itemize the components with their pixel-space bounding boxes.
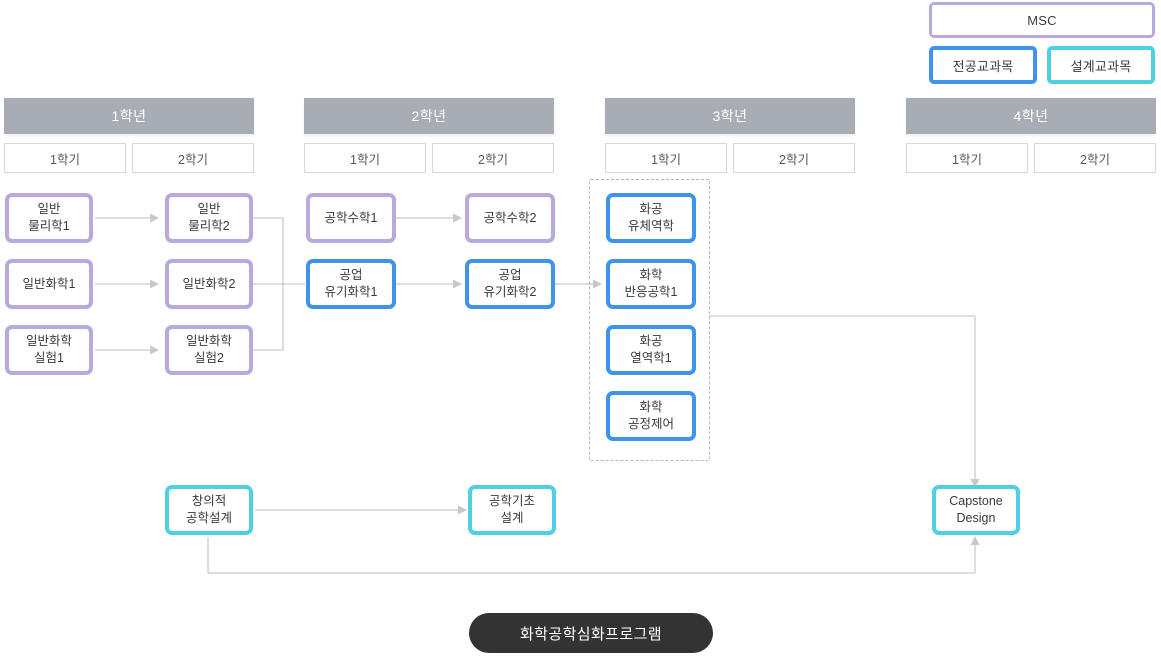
course-chemical-reaction-engineering-1[interactable]: 화학 반응공학1 (606, 259, 696, 309)
course-industrial-organic-chemistry-1[interactable]: 공업 유기화학1 (306, 259, 396, 309)
year-header-4: 4학년 (906, 98, 1156, 134)
course-general-chemistry-2[interactable]: 일반화학2 (165, 259, 253, 309)
course-general-chemistry-1[interactable]: 일반화학1 (5, 259, 93, 309)
course-general-physics-2[interactable]: 일반 물리학2 (165, 193, 253, 243)
course-general-chemistry-lab-2[interactable]: 일반화학 실험2 (165, 325, 253, 375)
semester-2-2: 2학기 (432, 143, 554, 173)
year-header-3: 3학년 (605, 98, 855, 134)
course-engineering-math-1[interactable]: 공학수학1 (306, 193, 396, 243)
semester-3-1: 1학기 (605, 143, 727, 173)
semester-1-2: 2학기 (132, 143, 254, 173)
course-chemical-fluid-mechanics[interactable]: 화공 유체역학 (606, 193, 696, 243)
year3-course-group (589, 179, 710, 461)
course-capstone-design[interactable]: Capstone Design (932, 485, 1020, 535)
semester-4-1: 1학기 (906, 143, 1028, 173)
year-header-1: 1학년 (4, 98, 254, 134)
semester-3-2: 2학기 (733, 143, 855, 173)
course-chemical-thermodynamics-1[interactable]: 화공 열역학1 (606, 325, 696, 375)
course-engineering-math-2[interactable]: 공학수학2 (465, 193, 555, 243)
semester-1-1: 1학기 (4, 143, 126, 173)
legend-msc: MSC (929, 2, 1155, 38)
course-basic-engineering-design[interactable]: 공학기초 설계 (468, 485, 556, 535)
legend-design-course: 설계교과목 (1047, 46, 1155, 84)
course-chemical-process-control[interactable]: 화학 공정제어 (606, 391, 696, 441)
course-general-chemistry-lab-1[interactable]: 일반화학 실험1 (5, 325, 93, 375)
course-industrial-organic-chemistry-2[interactable]: 공업 유기화학2 (465, 259, 555, 309)
legend-major-course: 전공교과목 (929, 46, 1037, 84)
course-creative-engineering-design[interactable]: 창의적 공학설계 (165, 485, 253, 535)
year-header-2: 2학년 (304, 98, 554, 134)
semester-2-1: 1학기 (304, 143, 426, 173)
program-title-badge: 화학공학심화프로그램 (469, 613, 713, 653)
course-general-physics-1[interactable]: 일반 물리학1 (5, 193, 93, 243)
semester-4-2: 2학기 (1034, 143, 1156, 173)
